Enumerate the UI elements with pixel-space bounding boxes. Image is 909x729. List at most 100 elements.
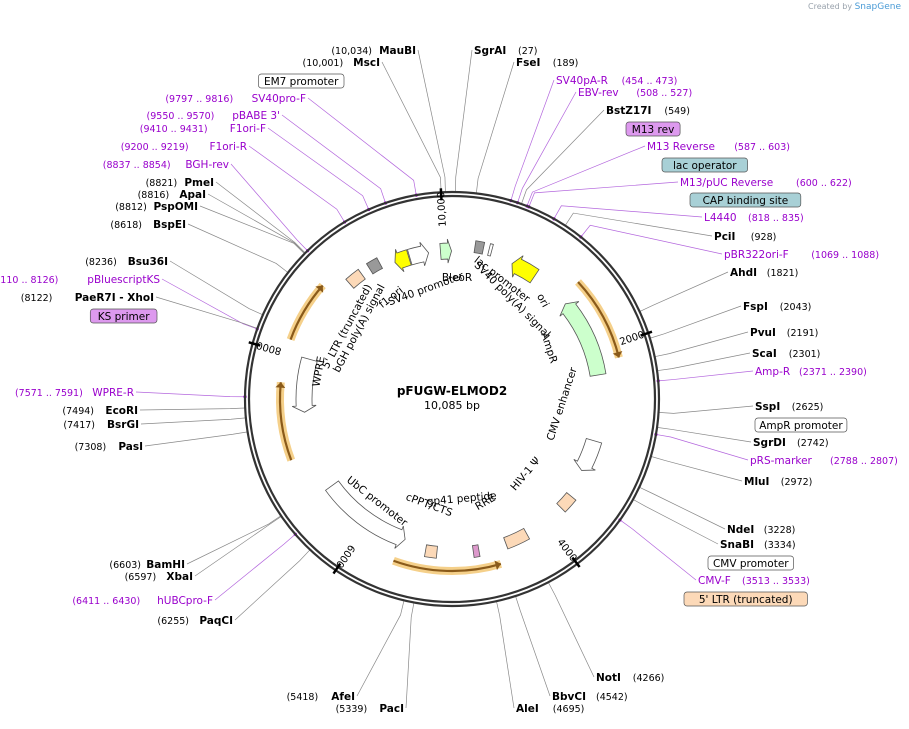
enzyme-site-bamhi[interactable]: BamHI(6603)	[109, 559, 185, 571]
feature-lac-promoter[interactable]	[487, 243, 494, 257]
site-f1ori-r[interactable]: F1ori-R(9200 .. 9219)	[121, 141, 247, 153]
enzyme-site-alei[interactable]: AleI(4695)	[516, 703, 584, 715]
site-pbluescriptks[interactable]: pBluescriptKS(8110 .. 8126)	[0, 274, 160, 286]
enzyme-site-pasi[interactable]: PasI(7308)	[75, 441, 143, 453]
feature-wpre[interactable]	[291, 356, 318, 413]
site-m13-reverse[interactable]: M13 Reverse(587 .. 603)	[647, 141, 790, 153]
label-name: EBV-rev	[578, 87, 619, 99]
feature-hiv-1[interactable]	[556, 492, 577, 513]
label-box	[707, 555, 794, 571]
label-name: PmeI	[184, 177, 214, 189]
enzyme-site-xbai[interactable]: XbaI(6597)	[125, 571, 193, 583]
label-position: (189)	[553, 58, 579, 69]
label-position: (2972)	[781, 477, 813, 488]
site-f1ori-f[interactable]: F1ori-F(9410 .. 9431)	[140, 123, 266, 135]
enzyme-site-bstz17i[interactable]: BstZ17I(549)	[606, 105, 690, 117]
feature-cmv-enhancer[interactable]	[573, 437, 603, 471]
orange-arc	[577, 281, 620, 358]
enzyme-site-fspi[interactable]: FspI(2043)	[743, 301, 811, 313]
enzyme-site-bsu36i[interactable]: Bsu36I(8236)	[85, 256, 168, 268]
leader-line	[356, 600, 405, 697]
site-wpre-r[interactable]: WPRE-R(7571 .. 7591)	[15, 387, 134, 399]
site-em7-promoter[interactable]: EM7 promoter	[258, 73, 345, 89]
enzyme-site-ahdi[interactable]: AhdI(1821)	[730, 267, 798, 279]
label-name: Amp-R	[755, 366, 790, 378]
feature-gp41-peptide[interactable]	[471, 544, 481, 558]
site-ebv-rev[interactable]: EBV-rev(508 .. 527)	[578, 87, 692, 99]
feature-f1-ori[interactable]	[394, 249, 412, 273]
label-position: (4266)	[633, 673, 665, 684]
site-ks-primer[interactable]: KS primer	[89, 308, 158, 324]
leader-line	[199, 205, 305, 255]
label-name: NotI	[596, 672, 621, 684]
feature-sv40-promoter[interactable]	[406, 242, 430, 266]
site-cap-binding-site[interactable]: CAP binding site	[689, 192, 802, 208]
enzyme-site-mlui[interactable]: MluI(2972)	[744, 476, 812, 488]
site-cmv-f[interactable]: CMV-F(3513 .. 3533)	[698, 575, 810, 587]
enzyme-site-bbvci[interactable]: BbvCI(4542)	[552, 691, 628, 703]
enzyme-site-sspi[interactable]: SspI(2625)	[755, 401, 823, 413]
enzyme-site-scai[interactable]: ScaI(2301)	[752, 348, 820, 360]
label-name: PciI	[714, 231, 735, 243]
site-prs-marker[interactable]: pRS-marker(2788 .. 2807)	[750, 455, 898, 467]
site-m13-puc-reverse[interactable]: M13/pUC Reverse(600 .. 622)	[680, 177, 852, 189]
enzyme-site-noti[interactable]: NotI (4266)	[596, 672, 664, 684]
enzyme-site-paer7i-xhoi[interactable]: PaeR7I - XhoI(8122)	[21, 292, 154, 304]
site-sv40pa-r[interactable]: SV40pA-R(454 .. 473)	[556, 75, 677, 87]
label-box	[754, 417, 848, 433]
feature-bleor[interactable]	[439, 238, 452, 264]
leader-line	[267, 127, 370, 210]
enzyme-site-ecori[interactable]: EcoRI(7494)	[62, 405, 138, 417]
enzyme-site-afei[interactable]: AfeI(5418)	[287, 691, 355, 703]
enzyme-site-pvui[interactable]: PvuI(2191)	[750, 327, 818, 339]
feature-sv40-poly-a-signal[interactable]	[473, 240, 486, 255]
feature-5-ltr-truncated[interactable]	[345, 268, 366, 289]
enzyme-site-msci[interactable]: MscI(10,001)	[303, 57, 380, 69]
feature-bgh-poly-a-signal[interactable]	[365, 257, 384, 275]
site-pbabe-3[interactable]: pBABE 3'(9550 .. 9570)	[147, 110, 280, 122]
feature-ubc-promoter[interactable]	[324, 480, 406, 549]
feature-label-bleor: BleoR	[442, 272, 472, 284]
enzyme-site-pmei[interactable]: PmeI(8821)	[146, 177, 214, 189]
site-sv40pro-f[interactable]: SV40pro-F(9797 .. 9816)	[165, 93, 306, 105]
enzyme-site-pspomi[interactable]: PspOMI(8812)	[115, 201, 198, 213]
label-position: (27)	[518, 46, 538, 57]
feature-cppt-cts[interactable]	[424, 544, 438, 559]
label-name: ApaI	[179, 189, 206, 201]
feature-rre[interactable]	[503, 527, 531, 550]
site-bgh-rev[interactable]: BGH-rev(8837 .. 8854)	[103, 159, 229, 171]
enzyme-site-apai[interactable]: ApaI(8816)	[138, 189, 206, 201]
enzyme-site-pcii[interactable]: PciI(928)	[714, 231, 776, 243]
enzyme-site-ndei[interactable]: NdeI(3228)	[727, 524, 795, 536]
enzyme-site-snabi[interactable]: SnaBI(3334)	[720, 539, 796, 551]
label-position: (6597)	[125, 572, 157, 583]
site-hubcpro-f[interactable]: hUBCpro-F(6411 .. 6430)	[72, 595, 213, 607]
site-pbr322ori-f[interactable]: pBR322ori-F(1069 .. 1088)	[724, 249, 879, 261]
enzyme-site-sgrai[interactable]: SgrAI(27)	[474, 45, 538, 57]
label-name: AmpR promoter	[759, 420, 843, 432]
enzyme-site-paci[interactable]: PacI(5339)	[336, 703, 404, 715]
site-5-ltr-truncated[interactable]: 5' LTR (truncated)	[683, 591, 808, 607]
enzyme-site-fsei[interactable]: FseI(189)	[516, 57, 578, 69]
orange-arc-head	[612, 350, 623, 358]
enzyme-site-sgrdi[interactable]: SgrDI(2742)	[753, 437, 829, 449]
label-name: BGH-rev	[185, 159, 229, 171]
enzyme-site-bsrgi[interactable]: BsrGI(7417)	[63, 419, 139, 431]
feature-ori[interactable]	[511, 255, 540, 284]
enzyme-site-paqci[interactable]: PaqCI(6255)	[157, 615, 233, 627]
site-l4440[interactable]: L4440(818 .. 835)	[704, 212, 804, 224]
site-m13-rev[interactable]: M13 rev	[625, 121, 681, 137]
enzyme-site-maubi[interactable]: MauBI(10,034)	[331, 45, 416, 57]
enzyme-site-bspei[interactable]: BspEI(8618)	[110, 219, 186, 231]
backbone-tick-label: 4000	[554, 537, 578, 564]
site-lac-operator[interactable]: lac operator	[661, 157, 748, 173]
site-amp-r[interactable]: Amp-R(2371 .. 2390)	[755, 366, 867, 378]
site-cmv-promoter[interactable]: CMV promoter	[707, 555, 794, 571]
site-labels: SgrAI(27)FseI(189) SV40pA-R(454 .. 473)EB…	[0, 45, 898, 715]
backbone-tick-label: 2000	[618, 330, 646, 349]
feature-ampr[interactable]	[559, 301, 607, 377]
leader-line	[281, 114, 386, 204]
site-ampr-promoter[interactable]: AmpR promoter	[754, 417, 848, 433]
leader-line	[658, 405, 754, 414]
label-position: (7571 .. 7591)	[15, 388, 83, 399]
